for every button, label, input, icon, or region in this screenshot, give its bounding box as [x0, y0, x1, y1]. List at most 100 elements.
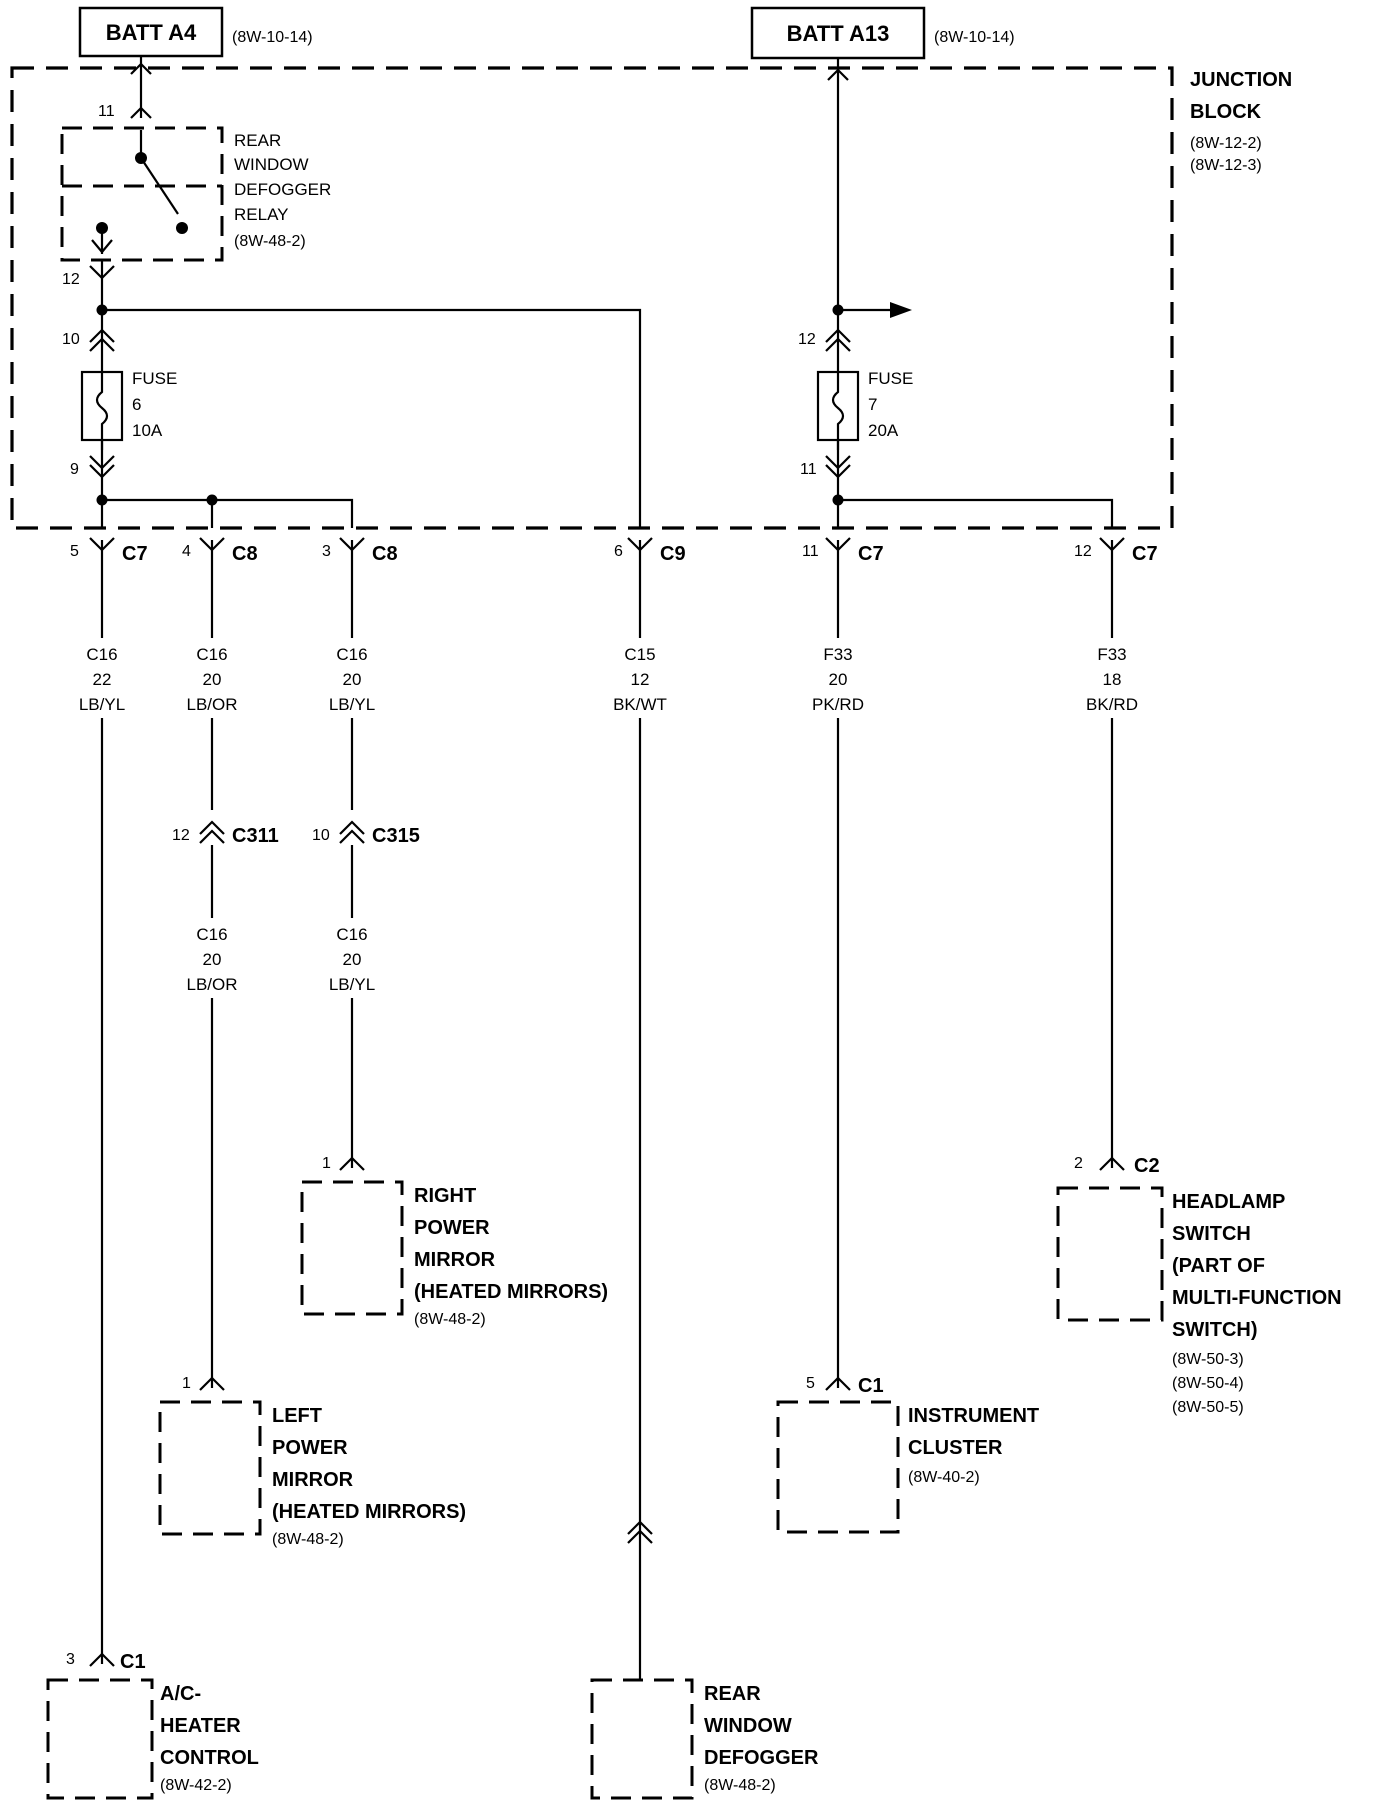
headlamp-switch: 2 C2 HEADLAMP SWITCH (PART OF MULTI-FUNC…: [1056, 1155, 1342, 1416]
connector-name: C8: [232, 543, 258, 565]
fuse6-label-line: 6: [132, 395, 141, 414]
wire-circuit: C16: [336, 925, 367, 944]
component-ref: (8W-42-2): [160, 1777, 232, 1794]
wire-circuit: C16: [196, 925, 227, 944]
instrument-cluster: 5 C1 INSTRUMENT CLUSTER (8W-40-2): [776, 1375, 1039, 1534]
relay-pin-bottom: 12: [62, 271, 80, 288]
right-power-mirror: 1 RIGHT POWER MIRROR (HEATED MIRRORS) (8…: [300, 1155, 608, 1328]
connector-pin: 11: [802, 543, 819, 560]
component-label-line: A/C-: [160, 1683, 201, 1705]
batt-a13-label: BATT A13: [787, 21, 890, 46]
fuse7-element: [831, 362, 845, 450]
inline-pin: 10: [312, 827, 330, 844]
wire-color: PK/RD: [812, 695, 864, 714]
fuse7-label: FUSE 7 20A: [868, 369, 913, 440]
component-label-line: RIGHT: [414, 1185, 476, 1207]
batt-a13-box: [750, 6, 926, 60]
wire-circuit: C15: [624, 645, 655, 664]
connector-arrow-icon: [89, 1652, 115, 1667]
connector-arrow-icon: [199, 1376, 225, 1391]
connector-arrow-icon: [825, 1376, 851, 1391]
connector-pin: 12: [1074, 543, 1092, 560]
component-outline: [158, 1400, 262, 1536]
component-ref: (8W-50-3): [1172, 1351, 1244, 1368]
relay-outline: [60, 126, 224, 262]
component-label-line: MULTI-FUNCTION: [1172, 1287, 1342, 1309]
component-label-line: DEFOGGER: [704, 1747, 819, 1769]
inline-name: C311: [232, 825, 279, 847]
connector-arrow-icon: [825, 328, 851, 343]
wire-circuit: C16: [336, 645, 367, 664]
component-ref: (8W-40-2): [908, 1469, 980, 1486]
fuse7-label-line: 7: [868, 395, 877, 414]
junction-block-label: JUNCTION BLOCK (8W-12-2) (8W-12-3): [1190, 69, 1292, 174]
connector-arrow-icon: [627, 1529, 653, 1544]
relay-contact-dot: [176, 222, 188, 234]
wire-color: BK/WT: [613, 695, 667, 714]
fuse6-pin-out: 9: [70, 461, 79, 478]
wire-label-6: F33 18 BK/RD: [1086, 645, 1138, 714]
fuse7-label-line: 20A: [868, 421, 899, 440]
component-label-line: HEADLAMP: [1172, 1191, 1285, 1213]
connector-arrow-icon: [827, 68, 849, 81]
component-outline: [590, 1678, 694, 1800]
relay-label: REAR WINDOW DEFOGGER RELAY (8W-48-2): [234, 131, 331, 250]
connector-arrow-icon: [130, 106, 152, 119]
component-ref: (8W-50-4): [1172, 1375, 1244, 1392]
connector-name: C8: [372, 543, 398, 565]
component-conn: C1: [858, 1375, 884, 1397]
component-ref: (8W-50-5): [1172, 1399, 1244, 1416]
connector-pin: 4: [182, 543, 191, 560]
wire-to-c7-pin12: [838, 498, 1114, 528]
connector-pin: 3: [322, 543, 331, 560]
wire-gauge: 20: [203, 950, 222, 969]
relay-label-line: RELAY: [234, 205, 289, 224]
component-ref: (8W-48-2): [704, 1777, 776, 1794]
component-label-line: HEATER: [160, 1715, 241, 1737]
wire-gauge: 22: [93, 670, 112, 689]
wire-circuit: F33: [1097, 645, 1126, 664]
relay-label-line: REAR: [234, 131, 281, 150]
component-label-line: POWER: [272, 1437, 348, 1459]
connector-pin: 5: [70, 543, 79, 560]
component-label-line: (HEATED MIRRORS): [272, 1501, 466, 1523]
relay-ref: (8W-48-2): [234, 233, 306, 250]
connector-name: C7: [858, 543, 884, 565]
fuse6-label: FUSE 6 10A: [132, 369, 177, 440]
batt-a4-ref: (8W-10-14): [232, 29, 313, 46]
relay-label-line: WINDOW: [234, 155, 309, 174]
component-outline: [300, 1180, 404, 1316]
wire-label-5: F33 20 PK/RD: [812, 645, 864, 714]
junction-block-title-2: BLOCK: [1190, 101, 1262, 123]
wire-to-c9: [102, 308, 642, 528]
batt-a13-ref: (8W-10-14): [934, 29, 1015, 46]
relay-switch-arm: [140, 157, 179, 215]
wire-color: LB/OR: [186, 975, 237, 994]
component-pin: 5: [806, 1375, 815, 1392]
component-conn: C1: [120, 1651, 146, 1673]
fuse7-pin-in: 12: [798, 331, 816, 348]
component-label-line: MIRROR: [414, 1249, 496, 1271]
rear-window-defogger: REAR WINDOW DEFOGGER (8W-48-2): [590, 1678, 819, 1800]
junction-block-outline: [10, 66, 1174, 530]
wire-gauge: 20: [829, 670, 848, 689]
connector-arrow-icon: [339, 829, 365, 844]
jb-connector-c9-6: 6 C9: [614, 537, 686, 565]
connector-arrow-icon: [89, 337, 115, 352]
component-label-line: LEFT: [272, 1405, 322, 1427]
connector-arrow-icon: [199, 820, 225, 835]
connector-arrow-icon: [130, 62, 152, 75]
inline-name: C315: [372, 825, 420, 847]
batt-a4-source: BATT A4 (8W-10-14): [78, 6, 313, 58]
wire-gauge: 20: [203, 670, 222, 689]
wire-circuit: F33: [823, 645, 852, 664]
component-label-line: CLUSTER: [908, 1437, 1003, 1459]
component-label-line: WINDOW: [704, 1715, 792, 1737]
component-label-line: POWER: [414, 1217, 490, 1239]
batt-a4-box: [78, 6, 224, 58]
component-pin: 1: [322, 1155, 331, 1172]
jb-connector-c8-3: 3 C8: [322, 537, 398, 565]
relay-label-line: DEFOGGER: [234, 180, 331, 199]
junction-block-title-1: JUNCTION: [1190, 69, 1292, 91]
